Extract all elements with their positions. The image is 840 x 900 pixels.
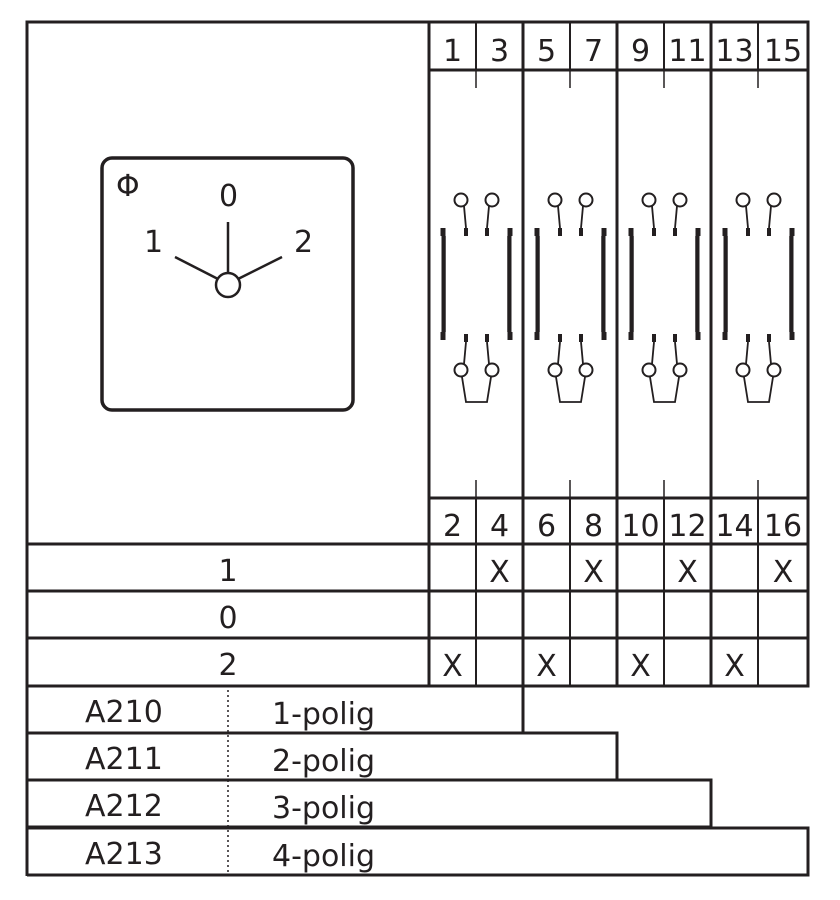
position-label-2: 2 [218,648,237,683]
contact-decks [440,192,795,403]
terminal-icon [578,362,594,378]
contact-closed-mark: X [773,555,794,590]
terminal-bottom-2: 2 [443,509,462,544]
terminal-bottom-8: 8 [584,509,603,544]
terminal-bottom-4: 4 [490,509,509,544]
contact-closed-mark: X [677,555,698,590]
contact-closed-mark: X [442,649,463,684]
contact-closed-mark: X [724,649,745,684]
contact-deck-2 [534,192,607,403]
variant-code: A211 [85,742,163,777]
position-label-1: 1 [218,554,237,589]
contact-deck-4 [722,192,795,403]
terminal-top-13: 13 [715,34,753,69]
contact-closed-mark: X [489,555,510,590]
contact-deck-1 [440,192,513,403]
variant-poles: 1-polig [272,697,375,732]
terminal-top-5: 5 [537,34,556,69]
terminal-icon [547,362,563,378]
terminal-icon [453,362,469,378]
terminal-top-1: 1 [443,34,462,69]
contact-closed-mark: X [583,555,604,590]
terminal-icon [672,362,688,378]
knob-position-1: 1 [144,225,163,260]
terminal-icon [735,362,751,378]
terminal-icon [766,192,782,208]
variant-poles: 3-polig [272,791,375,826]
terminal-icon [484,362,500,378]
variant-poles: 4-polig [272,839,375,874]
terminal-icon [735,192,751,208]
variant-code: A213 [85,837,163,872]
terminal-icon [766,362,782,378]
variant-poles: 2-polig [272,744,375,779]
knob-position-0: 0 [219,179,238,214]
terminal-bottom-14: 14 [715,509,753,544]
terminal-bottom-6: 6 [537,509,556,544]
terminal-bottom-16: 16 [764,509,802,544]
position-label-0: 0 [218,601,237,636]
contact-closed-mark: X [630,649,651,684]
knob-dial: Φ 0 1 2 [100,156,355,412]
terminal-bottom-12: 12 [668,509,706,544]
bridge-link [555,376,586,403]
bridge-link [743,376,774,403]
knob-symbol: Φ [116,169,140,204]
terminal-top-15: 15 [764,34,802,69]
knob-pivot-icon [214,271,242,299]
terminal-icon [453,192,469,208]
knob-position-2: 2 [294,225,313,260]
contact-closed-mark: X [536,649,557,684]
variant-code: A212 [85,789,163,824]
terminal-icon [484,192,500,208]
bridge-link [461,376,492,403]
variant-row-A213 [27,826,810,877]
terminal-top-7: 7 [584,34,603,69]
terminal-icon [641,362,657,378]
terminal-icon [578,192,594,208]
terminal-bottom-10: 10 [621,509,659,544]
terminal-top-11: 11 [668,34,706,69]
terminal-icon [672,192,688,208]
terminal-icon [547,192,563,208]
terminal-icon [641,192,657,208]
terminal-top-3: 3 [490,34,509,69]
frame [25,20,810,877]
bridge-link [649,376,680,403]
contact-deck-3 [628,192,701,403]
variant-code: A210 [85,695,163,730]
terminal-top-9: 9 [631,34,650,69]
